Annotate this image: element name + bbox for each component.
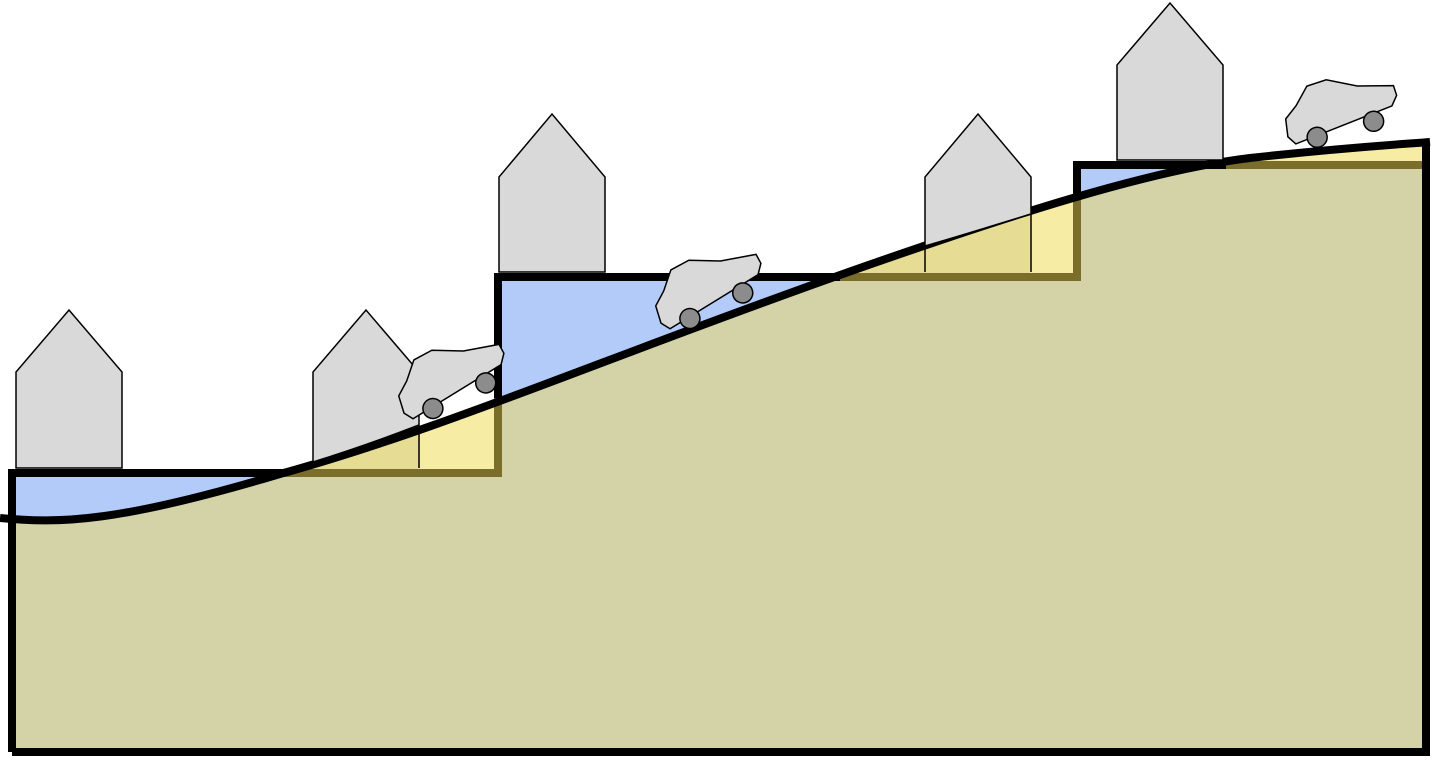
house-icon — [1116, 1, 1224, 161]
terrace-fill-edge-1 — [8, 469, 282, 752]
car-icon — [654, 253, 762, 330]
house-icon — [498, 112, 606, 273]
car-icon — [1284, 78, 1398, 149]
fill-zone-1 — [12, 473, 280, 521]
house-icon — [924, 112, 1032, 272]
original-slope-curve — [0, 138, 1431, 525]
terrace-fill-edge-3 — [1073, 161, 1226, 200]
cut-zone-1-shaded — [282, 425, 420, 473]
cut-zone-1 — [282, 398, 498, 473]
frame-outline — [12, 143, 1430, 756]
house-icon — [15, 308, 123, 469]
fill-zone-3 — [1077, 165, 1226, 200]
terrace-cut-edge-2 — [840, 200, 1081, 281]
ground-body — [10, 143, 1426, 752]
terrace-cut-edge-1 — [282, 398, 502, 477]
car-icon — [397, 343, 505, 420]
